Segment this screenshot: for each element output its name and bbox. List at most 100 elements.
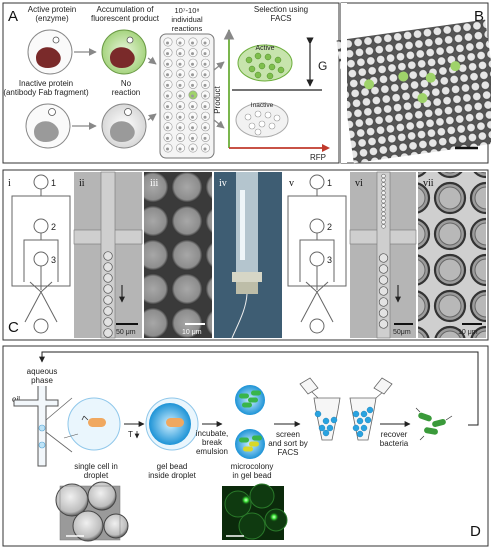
- gel-bead-label-1: gel bead: [157, 462, 188, 471]
- tube-bead: [322, 429, 330, 437]
- screen-label-3: FACS: [278, 448, 299, 457]
- tube-bead: [360, 410, 368, 418]
- product-axis-label: Product: [213, 85, 222, 113]
- colony-cell: [252, 435, 262, 441]
- inactive-event: [244, 113, 252, 121]
- inactive-event: [254, 110, 262, 118]
- tube-highlight: [240, 190, 245, 260]
- colony-cell: [242, 402, 252, 408]
- reaction-protein: [203, 136, 207, 140]
- inlet-2-number: 2: [51, 222, 56, 232]
- reaction-protein: [191, 52, 194, 56]
- scale-label-ii: 50 μm: [116, 329, 136, 336]
- gel-bead-label-2: inside droplet: [148, 471, 196, 480]
- tube-bead: [322, 417, 330, 425]
- reaction-protein: [191, 41, 194, 45]
- reaction-protein: [203, 62, 207, 66]
- reaction-protein: [178, 136, 182, 140]
- rfp-axis-label: RFP: [310, 153, 326, 162]
- positive-droplet-2: [398, 71, 409, 82]
- reaction-protein: [191, 126, 194, 130]
- droplet-chain-vi: [378, 173, 389, 329]
- panel-b-letter: B: [474, 8, 484, 25]
- inactive-substrate-icon: [48, 108, 56, 116]
- reaction-protein: [166, 41, 169, 45]
- colony-cell: [249, 441, 259, 447]
- scale-label-vii: 10 μm: [458, 329, 478, 336]
- reaction-protein: [178, 41, 182, 45]
- selection-label-2: FACS: [271, 14, 292, 23]
- bacterium-1: [418, 412, 432, 422]
- active-event: [245, 56, 253, 64]
- reaction-protein: [166, 126, 169, 130]
- inlet-3-v-number: 3: [327, 255, 332, 265]
- no-reaction-label-1: No: [121, 79, 132, 88]
- chip-channel-outer: [11, 189, 71, 287]
- active-protein-label-1: Active protein: [28, 5, 76, 14]
- channel-small-droplet: [381, 178, 386, 183]
- inactive-label: Inactive: [251, 102, 274, 109]
- reactions-grid: [163, 37, 211, 153]
- reaction-protein: [166, 73, 169, 77]
- gel-bead-micrograph: [55, 481, 129, 542]
- channel-droplet: [378, 253, 389, 263]
- packed-droplets-image: [144, 172, 212, 338]
- chip-design-2: v 1 2 3: [287, 174, 347, 334]
- dna-strand-1: [63, 433, 79, 439]
- droplet-array-image: [336, 19, 491, 164]
- inlet-1-number: 1: [51, 178, 56, 188]
- active-label: Active: [255, 45, 274, 52]
- scale-label-vi: 50μm: [393, 329, 411, 336]
- subpanel-vi-label: vi: [355, 178, 363, 189]
- channel-droplet: [103, 273, 113, 283]
- accumulation-label-1: Accumulation of: [97, 5, 155, 14]
- bacteria-flagella: [415, 407, 453, 441]
- chip-junction: [24, 266, 58, 323]
- tube-bead: [326, 424, 334, 432]
- incubate-label-2: break: [202, 438, 223, 447]
- gel-micrograph-border: [59, 485, 121, 541]
- tube-1-cap: [299, 377, 319, 395]
- tube-bead: [356, 430, 364, 438]
- zoom-lines: [45, 397, 73, 453]
- inactive-event: [254, 128, 262, 136]
- photo-tube: iv: [214, 172, 282, 339]
- reaction-protein: [191, 73, 194, 77]
- reaction-protein: [166, 136, 169, 140]
- colony-cell: [251, 390, 261, 396]
- channel-small-droplet: [381, 190, 386, 195]
- colony-cell: [239, 437, 249, 443]
- channel-droplet: [103, 306, 113, 316]
- reaction-protein: [178, 94, 182, 98]
- panel-d: D aqueous phase oil single cell in dropl…: [2, 345, 489, 547]
- reaction-protein: [191, 62, 194, 66]
- active-event: [248, 65, 256, 73]
- device-droplet-2: [38, 441, 46, 449]
- active-event: [266, 72, 274, 80]
- reaction-protein: [203, 52, 207, 56]
- fluor-bead-2: [249, 483, 275, 509]
- microcolony-label-1: microcolony: [231, 462, 274, 471]
- inactive-event: [268, 122, 276, 130]
- reaction-protein: [191, 105, 194, 109]
- recycle-arrow: [39, 351, 479, 426]
- recover-label-1: recover: [381, 430, 408, 439]
- subpanel-v-label: v: [289, 178, 294, 189]
- panel-c-letter: C: [8, 319, 19, 336]
- recovered-bacteria: [415, 407, 453, 441]
- panel-b-mask-left: [341, 3, 347, 163]
- subpanel-vii-label: vii: [423, 178, 434, 189]
- subpanel-iii-label: iii: [150, 178, 159, 189]
- micro-bead-3: [72, 510, 104, 542]
- channel-small-droplet: [381, 173, 386, 179]
- tube-bead: [364, 416, 372, 424]
- gate-label: G: [318, 59, 327, 73]
- device-droplet-1: [38, 424, 46, 432]
- rfp-axis-arrowhead: [322, 144, 330, 152]
- tube-bead: [352, 410, 360, 418]
- reaction-protein: [178, 115, 182, 119]
- reaction-protein: [191, 115, 194, 119]
- reaction-protein: [166, 115, 169, 119]
- inlet-1-v-number: 1: [327, 178, 332, 188]
- channel-droplet: [378, 286, 389, 296]
